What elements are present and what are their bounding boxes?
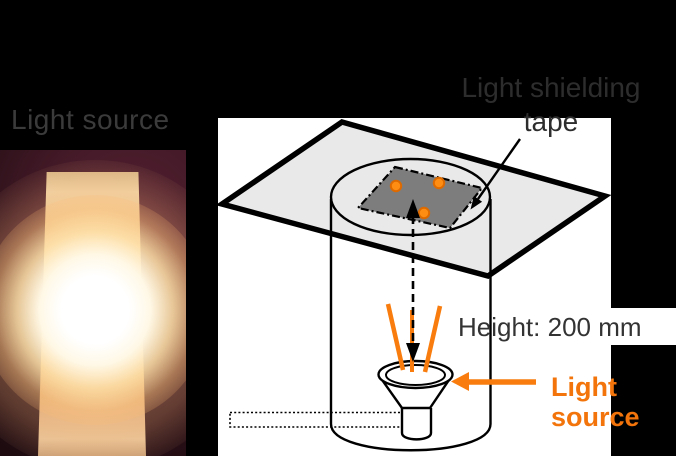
- light-ray-right: [422, 305, 443, 373]
- tape-dot: [432, 176, 446, 190]
- light-source-photo: [0, 150, 186, 456]
- photo-caption: Light source: [11, 104, 170, 135]
- height-label-background: [605, 308, 676, 345]
- funnel-stem: [400, 408, 433, 441]
- light-source-arrow: [451, 372, 536, 391]
- light-shielding-tape: [355, 165, 484, 230]
- tape-pointer-arrow: [470, 138, 521, 210]
- lamp-glow-core: [0, 195, 186, 425]
- height-arrow: [406, 199, 420, 362]
- funnel: [377, 359, 454, 441]
- source-label: Light source: [551, 372, 640, 432]
- tape-label: Light shielding tape: [461, 72, 641, 137]
- height-label: Height: 200 mm: [458, 312, 642, 342]
- cylinder: [329, 157, 492, 452]
- cylinder-top-rim: [329, 157, 492, 237]
- tape-dot: [389, 179, 403, 193]
- tape-dot: [417, 206, 431, 220]
- light-ray-left: [385, 303, 406, 371]
- cylinder-bottom: [329, 423, 492, 452]
- funnel-inner-rim: [385, 364, 446, 386]
- dotted-base: [229, 411, 405, 428]
- tape-dots: [389, 176, 446, 220]
